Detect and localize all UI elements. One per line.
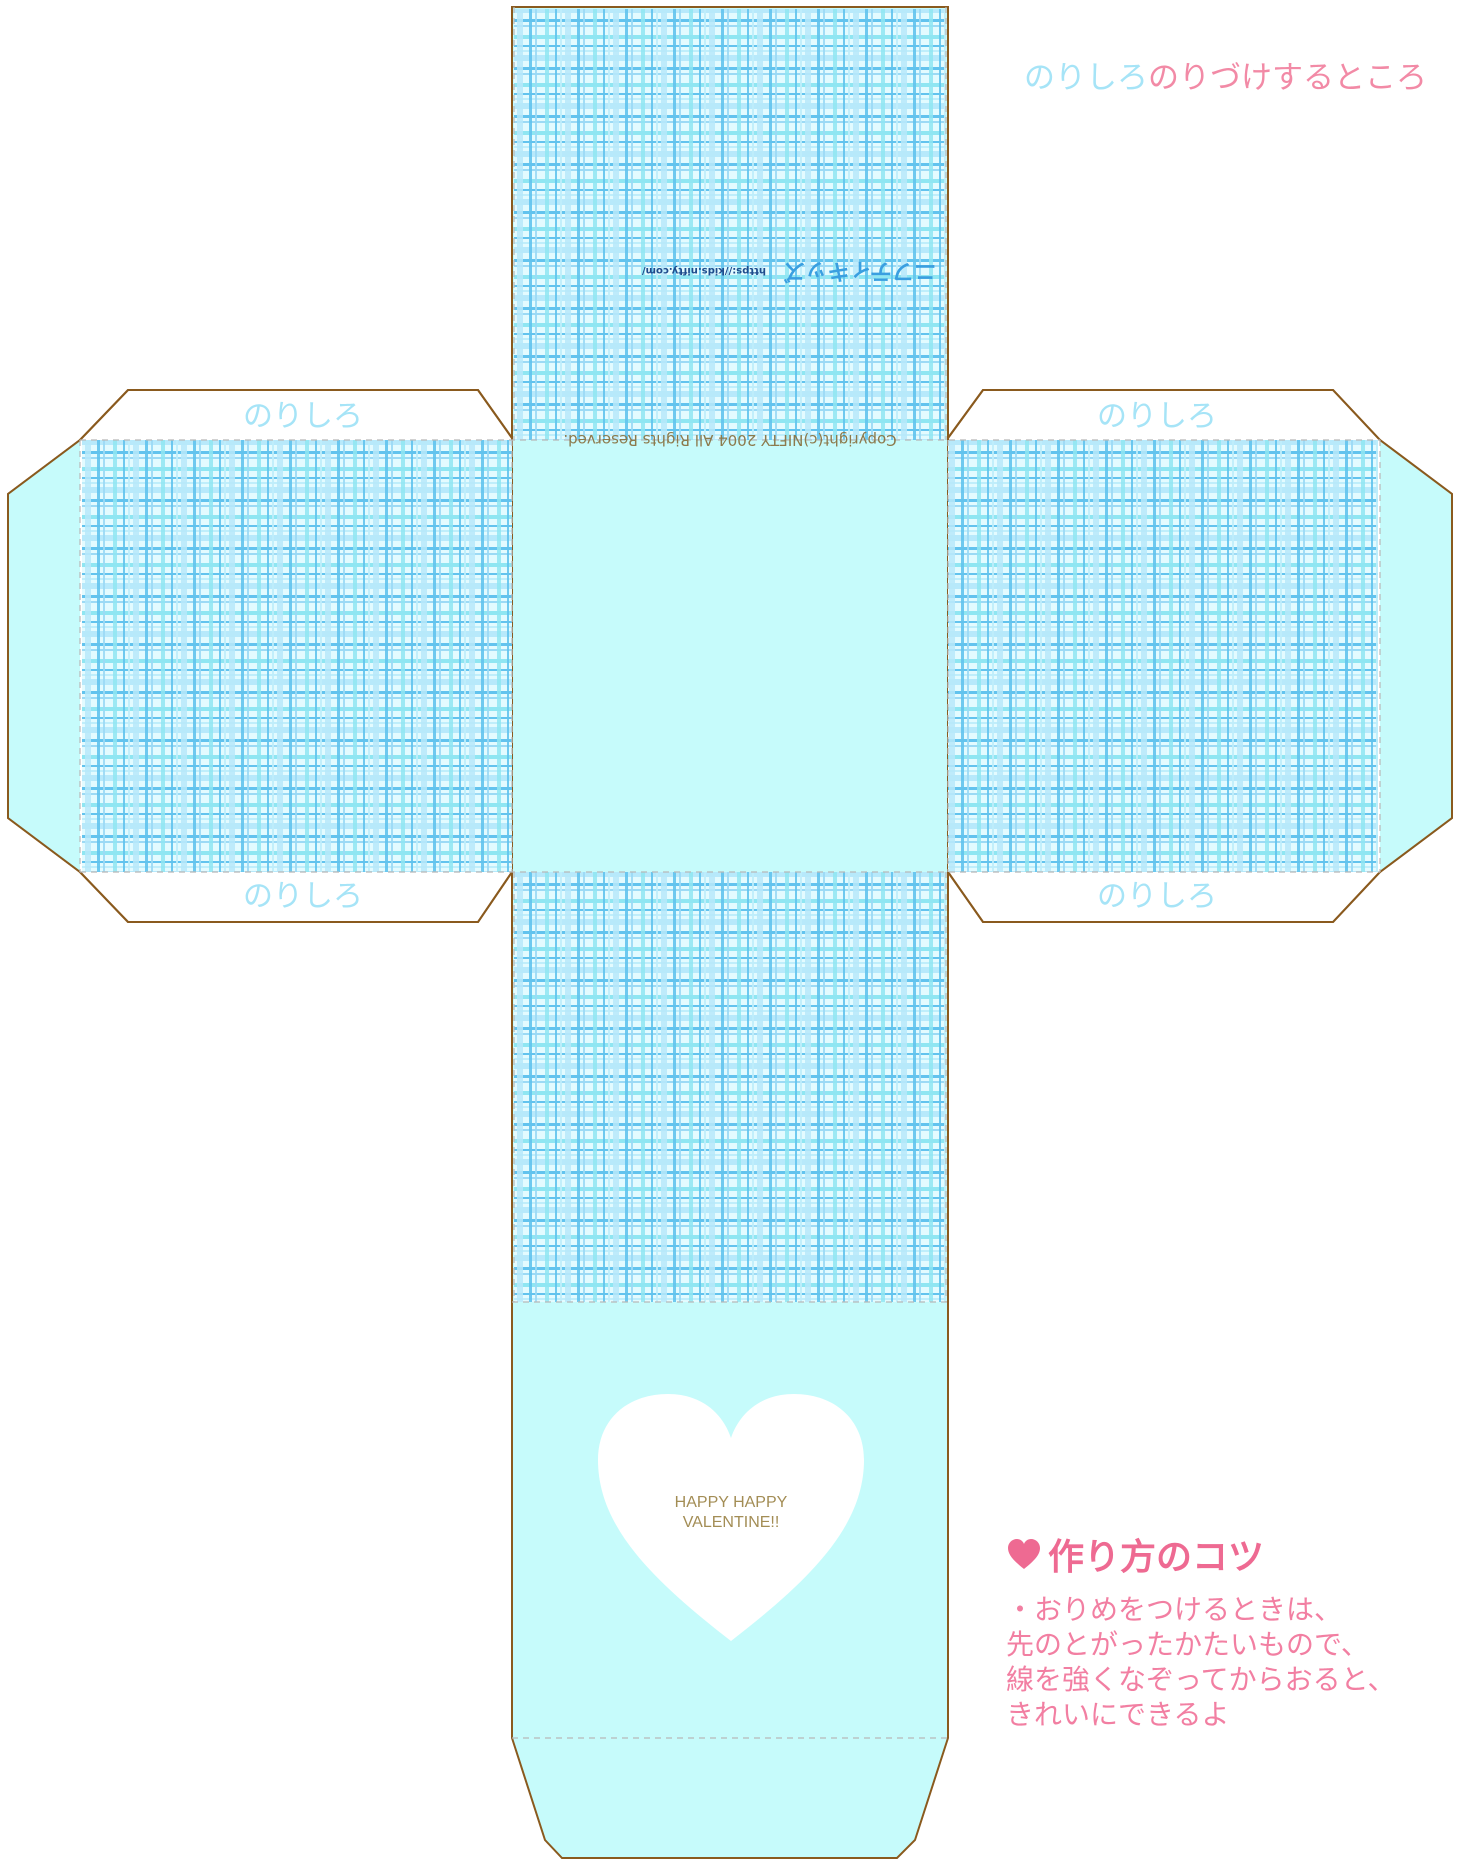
tips-line-1: ・おりめをつけるときは、 [1006, 1593, 1343, 1626]
tips-box: 作り方のコツ ・おりめをつけるときは、 先のとがったかたいもので、 線を強くなぞ… [1006, 1528, 1456, 1732]
center-panel [514, 440, 946, 872]
tips-line-2: 先のとがったかたいもので、 [1006, 1628, 1369, 1661]
legend-term: のりしろ [1024, 60, 1148, 96]
tips-heading: 作り方のコツ [1006, 1528, 1456, 1580]
heart-shape [598, 1394, 864, 1641]
right-side-tab [1380, 440, 1452, 872]
glue-label-right-top: のりしろ [1097, 399, 1217, 434]
nifty-kids-logo: ニフティキッズ https://kids.nifty.com/ [642, 258, 936, 284]
heart-icon [1008, 1539, 1040, 1569]
glue-label-left-top: のりしろ [243, 399, 363, 434]
plaid-panel-right [948, 440, 1378, 872]
glue-legend: のりしろのりづけするところ [1024, 52, 1427, 97]
heart-message-line1: HAPPY HAPPY [675, 1494, 788, 1511]
url-text: https://kids.nifty.com/ [642, 265, 766, 276]
heart-message-line2: VALENTINE!! [683, 1514, 780, 1531]
plaid-panel-left [82, 440, 512, 872]
left-side-tab [8, 440, 80, 872]
rotated-credits: Copyright(c)NIFTY 2004 All Rights Reserv… [563, 258, 936, 449]
legend-meaning: のりづけするところ [1148, 60, 1427, 96]
glue-label-right-bottom: のりしろ [1097, 879, 1217, 914]
plaid-panel-top [514, 9, 946, 440]
tips-title: 作り方のコツ [1048, 1537, 1265, 1578]
fold-lines [79, 7, 1381, 1739]
plaid-panel-bottom [514, 872, 946, 1302]
copyright-text: Copyright(c)NIFTY 2004 All Rights Reserv… [563, 431, 896, 449]
tips-line-3: 線を強くなぞってからおると、 [1006, 1663, 1396, 1696]
glue-label-left-bottom: のりしろ [243, 879, 363, 914]
logo-text: ニフティキッズ [783, 258, 936, 284]
tips-line-4: きれいにできるよ [1006, 1698, 1230, 1731]
